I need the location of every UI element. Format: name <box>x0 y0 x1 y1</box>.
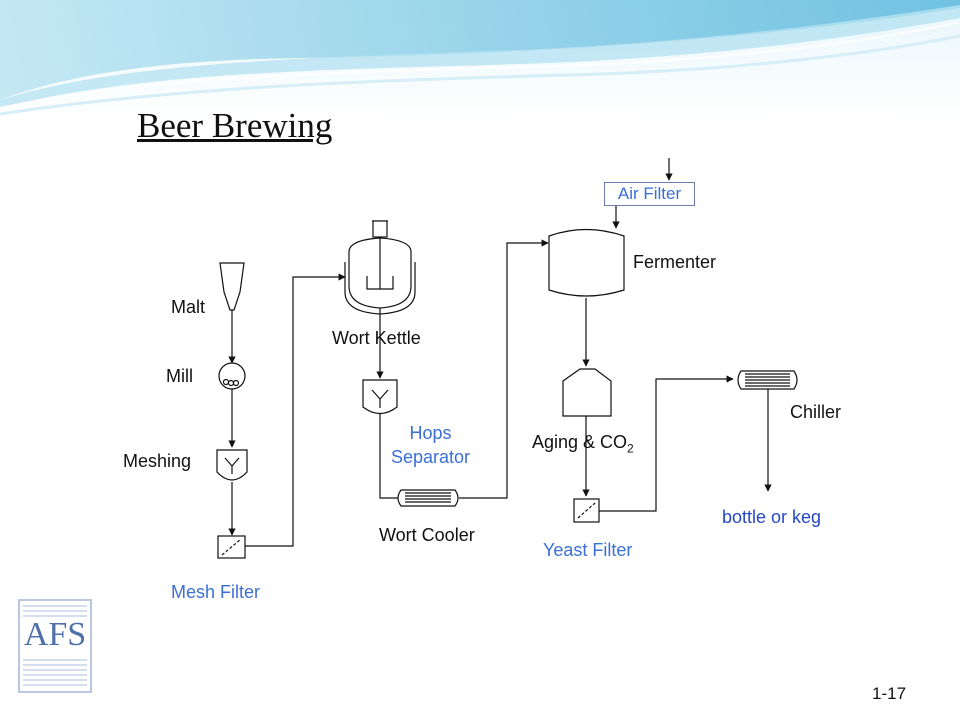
air-filter-label: Air Filter <box>604 182 695 206</box>
yeast-filter-label: Yeast Filter <box>543 540 633 560</box>
mesh-filter-icon <box>217 535 246 559</box>
wort-cooler-label: Wort Cooler <box>379 525 475 545</box>
meshing-tank-icon <box>216 449 248 536</box>
header-wave <box>0 0 960 120</box>
hops-separator-label: Hops Separator <box>378 421 483 469</box>
aging-label-text: Aging & CO <box>532 432 628 452</box>
mill-label: Mill <box>166 366 193 386</box>
afs-logo-mark <box>18 599 92 693</box>
afs-logo-text: AFS <box>23 616 87 653</box>
hops-label-line1: Hops <box>409 423 452 443</box>
hops-separator-icon <box>362 379 399 499</box>
slide-title: Beer Brewing <box>137 106 333 145</box>
fermenter-label: Fermenter <box>633 252 717 272</box>
wort-cooler-icon <box>397 239 549 507</box>
fermenter-icon <box>548 228 625 367</box>
meshing-label: Meshing <box>123 451 192 471</box>
aging-label: Aging & CO2 <box>532 432 634 456</box>
malt-hopper-icon <box>219 262 245 364</box>
yeast-filter-icon <box>573 375 734 523</box>
mill-icon <box>218 362 246 448</box>
aging-tank-icon <box>562 368 612 497</box>
mesh-filter-label: Mesh Filter <box>171 582 261 602</box>
aging-label-sub: 2 <box>627 441 634 456</box>
chiller-label: Chiller <box>790 402 842 422</box>
bottle-or-keg-label: bottle or keg <box>722 507 822 527</box>
hops-label-line2: Separator <box>390 447 471 467</box>
afs-logo: AFS <box>17 598 93 694</box>
page-number: 1-17 <box>872 684 907 703</box>
wort-kettle-icon <box>344 220 416 379</box>
chiller-icon <box>737 370 798 492</box>
malt-label: Malt <box>171 297 206 317</box>
wort-kettle-label: Wort Kettle <box>332 328 421 348</box>
